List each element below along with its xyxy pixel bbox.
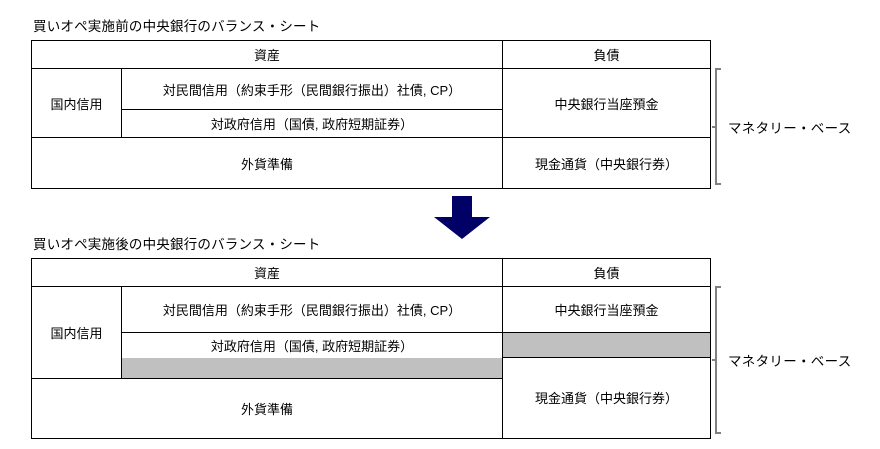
after-current-account-cell: 中央銀行当座預金	[502, 286, 712, 333]
before-cash-currency-cell: 現金通貨（中央銀行券）	[502, 137, 712, 189]
before-current-account-cell: 中央銀行当座預金	[502, 68, 712, 138]
table-row: 国内信用 対民間信用（約束手形（民間銀行振出）社債, CP） 中央銀行当座預金	[31, 68, 712, 138]
after-liability-increase-highlight	[502, 332, 712, 358]
after-government-credit-cell: 対政府信用（国債, 政府短期証券）	[120, 332, 504, 358]
table-row: 資産 負債	[30, 258, 712, 287]
after-domestic-credit-label: 国内信用	[31, 286, 122, 379]
after-header-assets: 資産	[30, 258, 504, 287]
before-header-liabilities: 負債	[502, 40, 712, 69]
table-row: 資産 負債	[30, 40, 712, 69]
table-row: 対政府信用（国債, 政府短期証券）	[32, 109, 711, 138]
after-header-liabilities: 負債	[502, 258, 712, 287]
before-foreign-reserves-cell: 外貨準備	[30, 137, 504, 189]
table-row: 対政府信用（国債, 政府短期証券）	[32, 332, 712, 358]
after-table: 資産 負債 国内信用 対民間信用（約束手形（民間銀行振出）社債, CP） 中央銀…	[30, 258, 712, 439]
before-header-assets: 資産	[30, 40, 504, 69]
before-government-credit-cell: 対政府信用（国債, 政府短期証券）	[120, 109, 504, 138]
balance-sheet-before: 買いオペ実施前の中央銀行のバランス・シート 資産 負債 国内信用 対民間信用（約…	[30, 18, 712, 189]
table-row: 外貨準備 現金通貨（中央銀行券）	[30, 137, 712, 189]
after-monetary-base-label: マネタリー・ベース	[728, 354, 852, 369]
before-private-credit-cell: 対民間信用（約束手形（民間銀行振出）社債, CP）	[120, 68, 504, 110]
after-private-credit-cell: 対民間信用（約束手形（民間銀行振出）社債, CP）	[120, 286, 504, 333]
before-monetary-base-group: マネタリー・ベース	[712, 68, 852, 185]
down-arrow-icon	[426, 196, 498, 240]
before-title: 買いオペ実施前の中央銀行のバランス・シート	[33, 19, 321, 34]
curly-bracket-icon	[712, 68, 721, 185]
before-domestic-credit-label: 国内信用	[31, 68, 122, 138]
after-cash-currency-cell: 現金通貨（中央銀行券）	[502, 357, 712, 439]
after-monetary-base-group: マネタリー・ベース	[712, 286, 852, 434]
curly-bracket-icon	[712, 286, 721, 434]
table-row: 現金通貨（中央銀行券）	[32, 357, 712, 439]
table-row: 国内信用 対民間信用（約束手形（民間銀行振出）社債, CP） 中央銀行当座預金	[31, 286, 712, 379]
after-asset-increase-highlight	[120, 357, 504, 379]
balance-sheet-after: 買いオペ実施後の中央銀行のバランス・シート 資産 負債 国内信用 対民間信用（約…	[30, 236, 712, 439]
table-row: 外貨準備	[30, 377, 711, 439]
before-table: 資産 負債 国内信用 対民間信用（約束手形（民間銀行振出）社債, CP） 中央銀…	[30, 40, 712, 189]
before-monetary-base-label: マネタリー・ベース	[728, 120, 852, 136]
after-foreign-reserves-cell: 外貨準備	[30, 377, 504, 439]
after-title: 買いオペ実施後の中央銀行のバランス・シート	[33, 237, 321, 252]
